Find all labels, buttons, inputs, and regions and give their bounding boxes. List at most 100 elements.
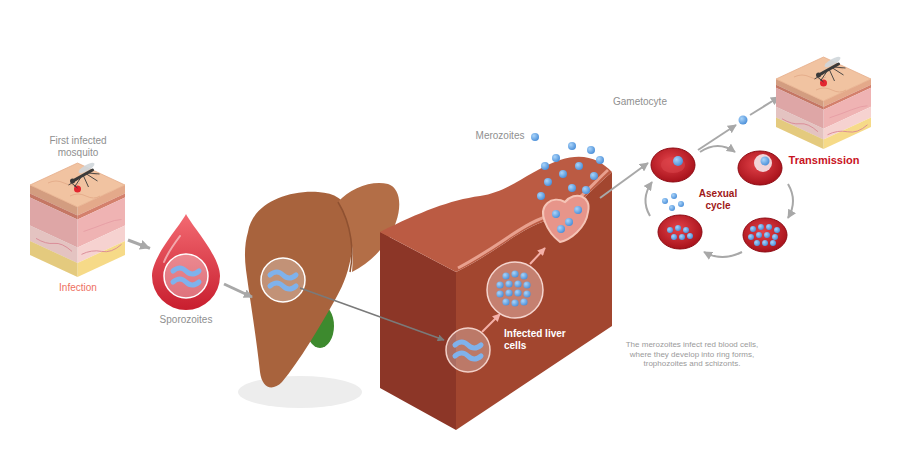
node-label: Transmission [774,154,874,167]
red-blood-cell [738,151,782,185]
red-blood-cell [743,218,787,252]
stage-label: Merozoites [460,130,540,142]
red-blood-cell [772,234,778,240]
blood-drop-shape [152,214,220,310]
node-label: Infected liver cells [504,328,566,352]
tissue-ridge [458,170,608,268]
red-blood-cell [743,218,787,252]
merozoite-dot [514,289,521,296]
red-blood-cell [758,224,764,230]
merozoite-dot [502,272,509,279]
red-blood-cell [764,232,770,238]
mosquito-symbol [69,162,100,193]
merozoite-dot [552,154,560,162]
merozoite-dot [575,162,583,170]
sporozoite [270,272,296,278]
cycle-arrow [704,252,742,257]
skin-cube [830,106,868,118]
merozoite-dot [544,178,552,186]
merozoite-dot [590,172,598,180]
mosquito-symbol [821,64,839,74]
liver-crease [338,202,352,272]
flow-arrow [128,240,150,248]
merozoite-dot [596,156,604,164]
stage-label: Gametocyte [600,96,680,108]
red-blood-cell [774,227,780,233]
merozoite-dot [505,289,512,296]
merozoite-dot [523,281,530,288]
red-blood-cell [770,240,776,246]
skin-cube [36,238,72,251]
red-blood-cell [754,240,760,246]
skin-block-outline [28,162,128,280]
red-blood-cell [687,233,693,239]
note-text: The merozoites infect red blood cells, w… [616,340,768,369]
liver-tissue-illustration [380,133,612,430]
red-blood-cell [762,240,768,246]
tissue-top [380,157,612,272]
red-blood-cell [748,234,754,240]
merozoite-dot [511,299,518,306]
merozoite-dot [537,192,545,200]
cycle-arrow [788,184,793,218]
mosquito-symbol [69,173,100,188]
mosquito-symbol [815,67,846,82]
red-blood-cell [750,226,756,232]
merozoite-dot [574,206,582,214]
merozoite-dot [505,280,512,287]
red-blood-cell [669,205,675,211]
red-blood-cell [738,151,782,185]
node-label: Infection [30,282,126,294]
merozoite-dot [520,298,527,305]
red-blood-cell [754,154,772,172]
liver-shadow [238,376,362,408]
flow-arrow [698,125,736,150]
cycle-arrow [700,146,735,152]
sporozoite [455,353,481,359]
merozoite-dot [520,272,527,279]
red-blood-cell [662,193,693,240]
infected-cell [261,258,305,302]
skin-cube [84,220,122,232]
merozoite-dot [496,281,503,288]
skin-block: First infected mosquitoInfection [28,135,128,294]
red-blood-cell [671,234,677,240]
skin-cube [776,57,871,101]
node-label: Sporozoites [150,314,222,326]
flow-arrow [224,284,252,297]
merozoite-dot [523,290,530,297]
skin-cube [782,119,818,132]
gametocyte-dot [739,116,748,125]
infected-cell [446,328,490,372]
merozoite-dot [531,133,539,141]
skin-cube [794,68,846,93]
red-blood-cell [662,198,668,204]
mosquito-symbol [815,56,846,87]
blood-drop-shape [152,214,220,310]
flow-arrow [600,163,648,198]
liver-tissue-block: Infected liver cells [378,145,618,435]
skin-cube [30,162,125,277]
skin-block-outline [774,56,874,152]
cycle-label: Asexual cycle [690,188,746,212]
skin-block: Transmission [774,56,874,167]
red-blood-cell [658,193,702,249]
blood-drop: Sporozoites [150,212,222,326]
skin-cube [48,174,100,199]
merozoite-dot [511,270,518,277]
red-blood-cell [651,148,695,182]
red-blood-cell [761,157,770,166]
skin-cube [78,241,126,277]
merozoite-dot [496,290,503,297]
red-blood-cell [748,224,780,246]
red-blood-cell [671,193,677,199]
mosquito-symbol [75,170,93,180]
red-blood-cell-cycle [645,146,793,257]
merozoite-dot [531,133,604,233]
blood-drop-shape [173,268,199,274]
merozoite-dot [496,270,530,306]
